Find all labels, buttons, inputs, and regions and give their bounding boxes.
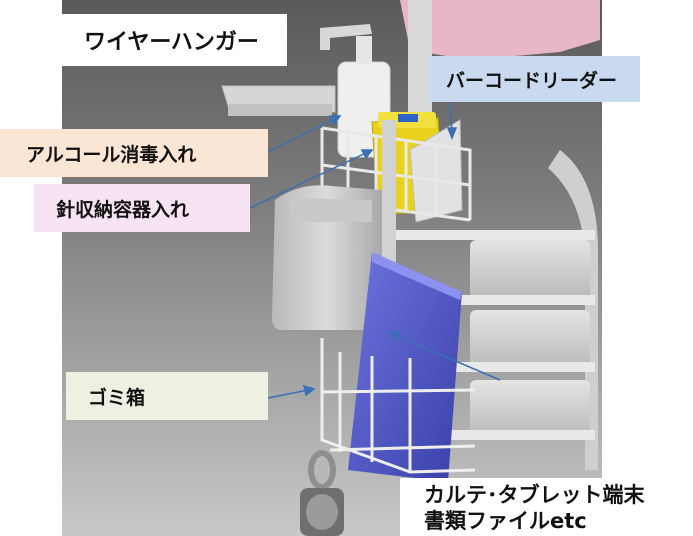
label-tablet-documents: カルテ･タブレット端末 書類ファイルetc [400,478,693,536]
label-needle-container: 針収納容器入れ [34,184,250,232]
wire-basket-lower [320,338,476,474]
cart-drawer-2 [470,310,590,370]
cart-drawer-1 [470,240,590,300]
arrow-alcohol [267,115,341,153]
label-tablet-line1: カルテ･タブレット端末 [424,483,645,507]
label-barcode-reader: バーコードリーダー [428,56,640,102]
label-wire-hanger: ワイヤーハンガー [62,14,287,66]
label-alcohol-holder: アルコール消毒入れ [0,129,268,177]
cart-drawer-3 [470,380,590,440]
arrow-barcode [449,101,453,133]
cart-top [400,0,600,60]
clipboard-board [348,252,462,482]
arrow-needle [249,149,373,209]
label-tablet-line2: 書類ファイルetc [424,509,587,533]
label-trash-box: ゴミ箱 [66,372,268,420]
arrow-trash [267,389,309,399]
caster-wheels [300,450,344,536]
arrow-tablet [391,333,501,381]
